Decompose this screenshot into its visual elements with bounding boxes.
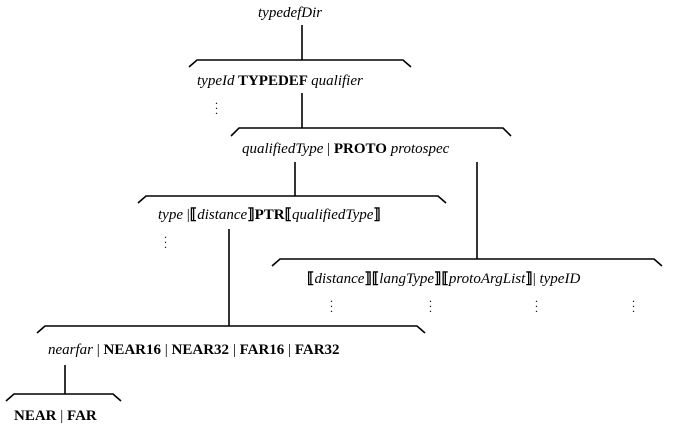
node-level3-right: ⟦distance⟧⟦langType⟧⟦protoArgList⟧| type… [307, 270, 580, 288]
node-level5: NEAR | FAR [14, 407, 97, 425]
brace-level2 [230, 127, 512, 137]
continuation-dots-protoarglist: ... [535, 291, 538, 315]
node-level4: nearfar | NEAR16 | NEAR32 | FAR16 | FAR3… [48, 341, 340, 359]
level5-part: NEAR [14, 408, 57, 424]
level4-part: NEAR16 [103, 342, 162, 358]
level1-part: qualifier [311, 73, 363, 89]
node-root-label: typedefDir [258, 5, 323, 21]
node-level3-left: type |⟦distance⟧PTR⟦qualifiedType⟧ [158, 206, 381, 224]
level3-right-part: ⟧⟦ [434, 271, 449, 287]
node-root: typedefDir [258, 4, 322, 22]
continuation-dots-level1: ... [215, 93, 218, 117]
level3-right-part: ⟦ [307, 271, 315, 287]
level3-right-part: langType [379, 271, 435, 287]
level4-part: FAR32 [294, 342, 340, 358]
level5-part: | [56, 408, 68, 424]
level5-part: FAR [67, 408, 97, 424]
continuation-dots-distance: ... [330, 291, 333, 315]
brace-level4 [36, 325, 426, 334]
node-level2: qualifiedType | PROTO protospec [242, 140, 449, 158]
level4-part: NEAR32 [171, 342, 230, 358]
level3-right-part: ⟧⟦ [364, 271, 380, 287]
level4-part: | [161, 342, 172, 358]
level3-right-part: protoArgList [448, 271, 526, 287]
continuation-dots-typeid: ... [632, 291, 635, 315]
level2-part: qualifiedType [242, 141, 324, 157]
level1-part: TYPEDEF [234, 73, 312, 89]
brace-level5 [5, 393, 122, 402]
level3-right-part: | [532, 271, 540, 287]
level3-right-part: ⟧ [525, 271, 533, 287]
continuation-dots-level3-left: ... [164, 227, 167, 251]
level4-part: | [93, 342, 104, 358]
level3-left-part: ⟦ [189, 207, 198, 223]
level3-left-part: ⟧ [373, 207, 381, 223]
brace-level1 [188, 59, 412, 68]
level3-right-part: distance [314, 271, 365, 287]
continuation-dots-langtype: ... [429, 291, 432, 315]
level2-part: PROTO [333, 141, 387, 157]
level3-right-part: typeID [539, 271, 581, 287]
level3-left-part: ⟧PTR⟦ [247, 207, 293, 223]
level2-part: protospec [390, 141, 450, 157]
node-level1: typeId TYPEDEF qualifier [197, 72, 363, 90]
level4-part: | [229, 342, 240, 358]
level1-part: typeId [197, 73, 235, 89]
level3-left-part: type [158, 207, 183, 223]
level4-part: | [284, 342, 295, 358]
level3-left-part: qualifiedType [292, 207, 374, 223]
level4-part: FAR16 [239, 342, 285, 358]
level3-left-part: distance [197, 207, 248, 223]
brace-level3-left [137, 195, 447, 204]
level4-part: nearfar [48, 342, 93, 358]
level2-part: | [323, 141, 334, 157]
level3-left-part: | [182, 207, 190, 223]
brace-level3-right [271, 258, 663, 267]
